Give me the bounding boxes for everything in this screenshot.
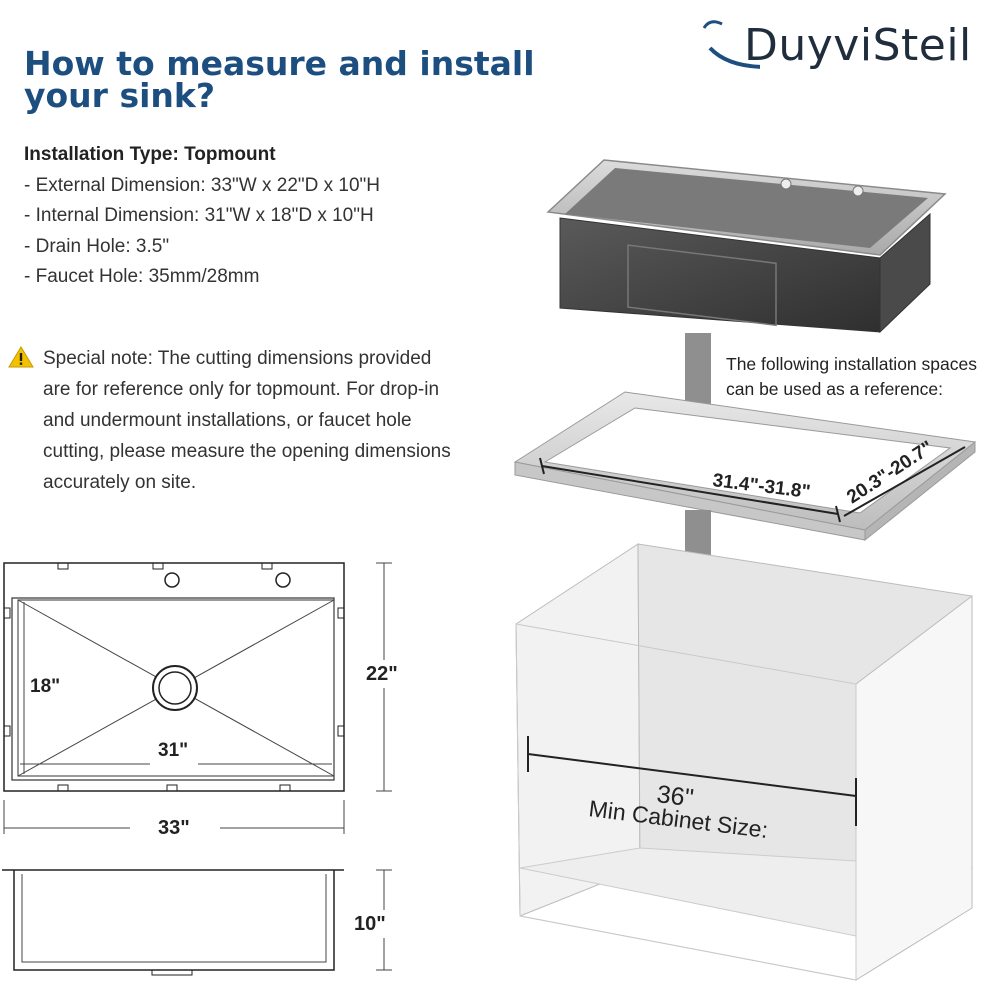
specs-list: Installation Type: Topmount - External D…: [24, 140, 494, 293]
note-line-5: accurately on site.: [43, 472, 197, 493]
internal-width-label-bg: [150, 742, 198, 766]
external-depth-label: 22": [366, 663, 398, 685]
cabinet-width-label: 36": [655, 780, 695, 812]
height-label-bg: [360, 910, 406, 938]
spec-item-faucet: - Faucet Hole: 35mm/28mm: [24, 266, 260, 287]
side-height-label: 10": [354, 913, 386, 935]
brand-swoosh-icon: [702, 20, 760, 69]
note-line-3: and undermount installations, or faucet …: [43, 410, 412, 431]
reference-note: The following installation spaces can be…: [726, 352, 1000, 402]
sink-side-view-diagram: [2, 869, 392, 976]
page-title: How to measure and install your sink?: [24, 44, 584, 115]
reference-note-line-1: The following installation spaces: [726, 354, 977, 374]
cutout-frame: [513, 391, 977, 542]
specs-title: Installation Type: Topmount: [24, 144, 276, 165]
internal-depth-label: 18": [30, 676, 60, 697]
sink-3d-illustration: [546, 159, 947, 334]
page-title-line-2: your sink?: [24, 76, 215, 115]
brand-name: DuyviSteil: [744, 20, 972, 71]
spec-item-drain: - Drain Hole: 3.5": [24, 235, 170, 257]
external-depth-label-bg: [364, 660, 406, 688]
note-line-1: Special note: The cutting dimensions pro…: [43, 348, 432, 369]
spec-item-internal: - Internal Dimension: 31"W x 18"D x 10"H: [24, 205, 374, 226]
spec-item-external: - External Dimension: 33"W x 22"D x 10"H: [24, 174, 381, 196]
brand-logo: DuyviSteil: [700, 14, 990, 84]
reference-note-line-2: can be used as a reference:: [726, 379, 943, 399]
warning-icon: [8, 346, 34, 368]
sink-top-view-diagram: [3, 562, 392, 834]
note-line-2: are for reference only for topmount. For…: [43, 379, 440, 400]
external-width-label: 33": [158, 817, 190, 839]
page-title-line-1: How to measure and install: [24, 44, 535, 83]
cabinet-illustration: [515, 543, 974, 981]
note-line-4: cutting, please measure the opening dime…: [43, 441, 451, 462]
internal-width-label: 31": [158, 740, 188, 761]
